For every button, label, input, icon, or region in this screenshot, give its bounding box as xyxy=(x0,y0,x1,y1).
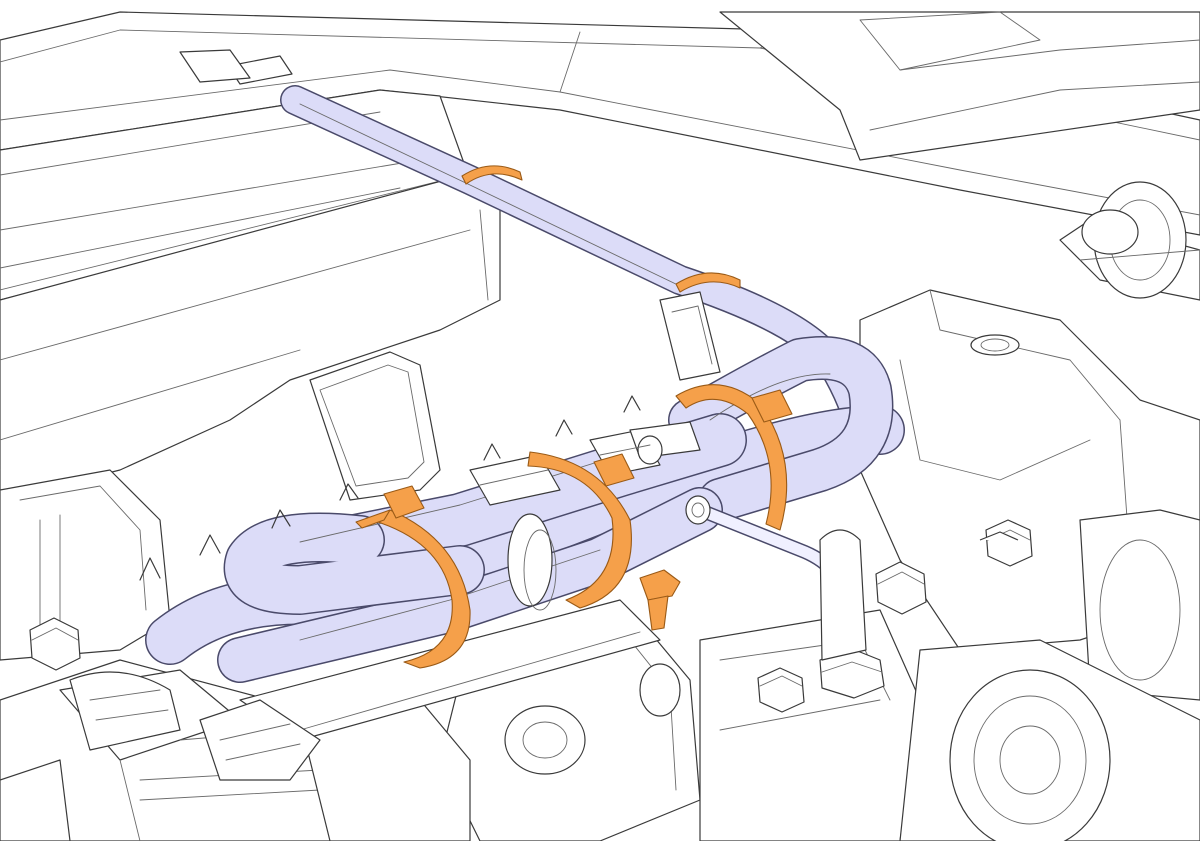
electrical-connector xyxy=(469,454,561,506)
cable-tie xyxy=(527,451,635,609)
hex-bolt xyxy=(757,667,805,713)
hex-bolt xyxy=(875,561,927,615)
hex-bolts xyxy=(29,519,1033,713)
cable-tie xyxy=(355,485,471,669)
front-details xyxy=(69,671,321,781)
cable-tie xyxy=(675,272,741,293)
hex-bolt xyxy=(29,617,81,671)
background-structure xyxy=(0,11,1200,841)
metal-pipe xyxy=(685,495,885,699)
orange-bolt xyxy=(639,569,681,631)
cable-ties xyxy=(355,165,793,669)
cable-tie xyxy=(675,384,793,531)
hose-bundle xyxy=(139,336,905,741)
cable-tie xyxy=(461,165,523,185)
hex-bolt xyxy=(979,531,1019,541)
